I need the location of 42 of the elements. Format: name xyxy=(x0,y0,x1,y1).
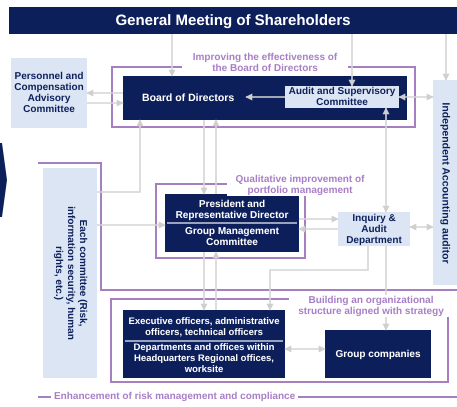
arrow xyxy=(212,251,220,310)
arrow xyxy=(212,119,220,194)
arrow xyxy=(200,120,208,195)
node-label: Inquiry & Audit Department xyxy=(345,212,403,246)
vertical-label: Independent Accounting auditor xyxy=(439,100,451,266)
arrow xyxy=(284,346,326,352)
node-label: Departments and offices within Headquarters Regional offices, worksite xyxy=(125,340,283,375)
arrow xyxy=(442,34,450,81)
frame-label: Enhancement of risk management and compliance xyxy=(51,391,298,402)
node-label: Executive officers, administrative officers, technical officers xyxy=(127,314,280,340)
frame-label: Improving the effectiveness of the Board of Directors xyxy=(182,52,348,74)
executive-box xyxy=(123,310,285,378)
executive-box xyxy=(165,194,299,252)
node-label: President and Representative Director xyxy=(174,198,290,222)
arrow xyxy=(97,222,166,228)
arrow xyxy=(245,94,285,100)
auditor-box xyxy=(433,80,457,285)
arrow xyxy=(87,100,124,106)
banner-box xyxy=(9,7,457,34)
vertical-label: Each committee (Risk, information security, human rights, etc.) xyxy=(52,205,88,342)
arrow xyxy=(382,107,390,213)
node-label: Audit and Supervisory Committee xyxy=(288,86,396,108)
arrow xyxy=(298,226,338,232)
companies-box xyxy=(325,330,431,378)
node-label: Personnel and Compensation Advisory Committee xyxy=(13,71,85,115)
arrow xyxy=(86,90,123,96)
arrow xyxy=(200,252,208,311)
node-label: Group companies xyxy=(335,348,420,360)
board-box xyxy=(123,76,407,120)
arrow xyxy=(398,94,434,100)
arrow xyxy=(266,246,369,311)
committee-box xyxy=(43,168,97,378)
node-label: Board of Directors xyxy=(142,93,234,104)
arrow xyxy=(168,34,176,77)
banner-title: General Meeting of Shareholders xyxy=(115,12,351,29)
arrow xyxy=(348,34,356,87)
arrow xyxy=(97,119,144,193)
arrow xyxy=(382,246,390,331)
node-label: Group Management Committee xyxy=(167,222,297,249)
arrow xyxy=(299,216,339,222)
arrow xyxy=(409,224,434,230)
committee-box xyxy=(11,58,87,128)
